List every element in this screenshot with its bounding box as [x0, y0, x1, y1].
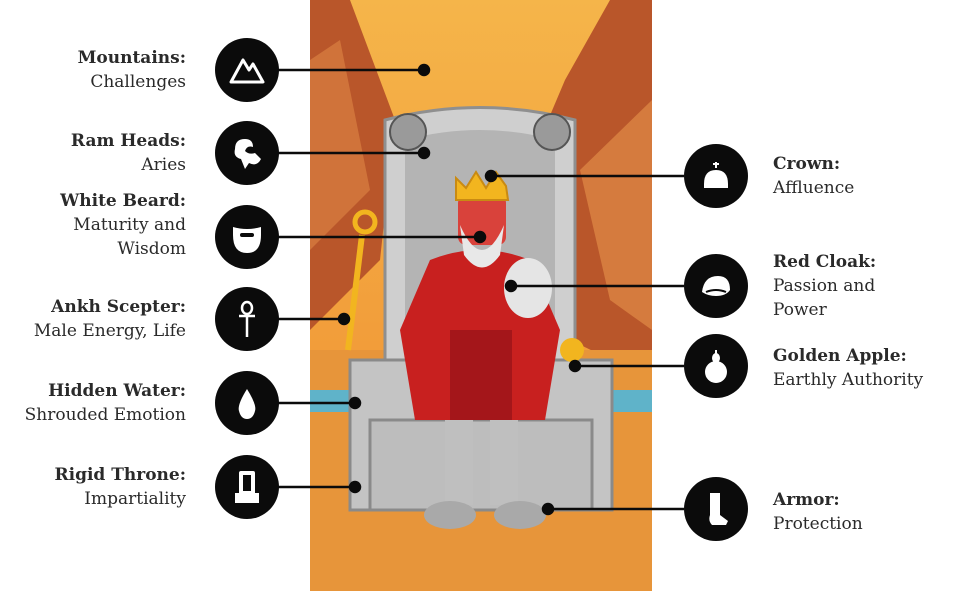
- beard-icon: [215, 205, 279, 269]
- ram-head-left: [390, 114, 426, 150]
- label-title: Armor:: [773, 488, 863, 512]
- label-title: Golden Apple:: [773, 344, 923, 368]
- label-hidden-water: Hidden Water: Shrouded Emotion: [25, 379, 186, 427]
- label-title: Ankh Scepter:: [34, 295, 186, 319]
- label-title: Rigid Throne:: [55, 463, 187, 487]
- label-desc: Affluence: [773, 176, 854, 200]
- label-desc: Maturity and: [60, 213, 186, 237]
- label-title: Red Cloak:: [773, 250, 876, 274]
- label-desc: Impartiality: [55, 487, 187, 511]
- ram-head-icon: [215, 121, 279, 185]
- label-desc: Passion and: [773, 274, 876, 298]
- label-rigid-throne: Rigid Throne: Impartiality: [55, 463, 187, 511]
- right-leg: [490, 420, 518, 505]
- label-title: White Beard:: [60, 189, 186, 213]
- shoulder-armor: [504, 258, 552, 318]
- label-armor: Armor: Protection: [773, 488, 863, 536]
- label-desc: Earthly Authority: [773, 368, 923, 392]
- label-desc: Power: [773, 298, 876, 322]
- water-drop-icon: [215, 371, 279, 435]
- left-leg: [445, 420, 473, 505]
- label-golden-apple: Golden Apple: Earthly Authority: [773, 344, 923, 392]
- label-desc: Protection: [773, 512, 863, 536]
- label-white-beard: White Beard: Maturity and Wisdom: [60, 189, 186, 261]
- label-ram-heads: Ram Heads: Aries: [71, 129, 186, 177]
- left-boot: [424, 501, 476, 529]
- label-desc: Shrouded Emotion: [25, 403, 186, 427]
- throne-base: [370, 420, 592, 510]
- label-title: Ram Heads:: [71, 129, 186, 153]
- right-boot: [494, 501, 546, 529]
- label-crown: Crown: Affluence: [773, 152, 854, 200]
- apple-icon: [684, 334, 748, 398]
- label-desc: Aries: [71, 153, 186, 177]
- golden-apple: [560, 338, 584, 362]
- boot-icon: [684, 477, 748, 541]
- label-ankh-scepter: Ankh Scepter: Male Energy, Life: [34, 295, 186, 343]
- cloak-icon: [684, 254, 748, 318]
- label-red-cloak: Red Cloak: Passion and Power: [773, 250, 876, 322]
- label-mountains: Mountains: Challenges: [78, 46, 186, 94]
- emperor-illustration: [310, 0, 652, 591]
- label-desc: Wisdom: [60, 237, 186, 261]
- label-title: Hidden Water:: [25, 379, 186, 403]
- ankh-icon: [215, 287, 279, 351]
- label-title: Mountains:: [78, 46, 186, 70]
- label-desc: Male Energy, Life: [34, 319, 186, 343]
- throne-icon: [215, 455, 279, 519]
- label-title: Crown:: [773, 152, 854, 176]
- ram-head-right: [534, 114, 570, 150]
- crown-icon: [684, 144, 748, 208]
- tunic: [450, 330, 512, 420]
- label-desc: Challenges: [78, 70, 186, 94]
- mountain-icon: [215, 38, 279, 102]
